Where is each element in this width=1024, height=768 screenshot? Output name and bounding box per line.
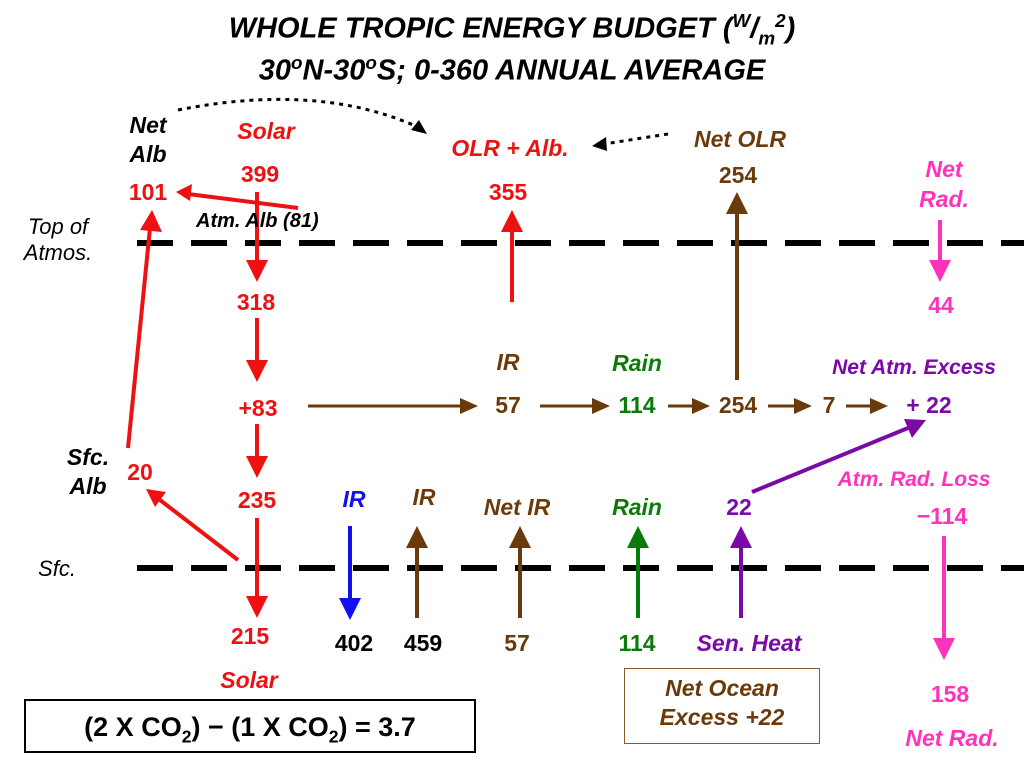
ir-down-arrowhead [339, 598, 361, 620]
net-rad-sfc-label: Net Rad. [905, 725, 999, 751]
sfc-alb-value: 20 [127, 459, 153, 485]
net-ir-value: 57 [504, 630, 530, 656]
atm-alb-label: Atm. Alb (81) [196, 210, 319, 232]
net-olr-label: Net OLR [694, 126, 786, 152]
sfc-alb-to-net-alb-arrowhead [140, 210, 162, 232]
solar-318-value: 318 [236, 289, 276, 315]
solar-bottom-label: Solar [220, 667, 278, 693]
rain-surface-value: 114 [618, 630, 656, 656]
net-ir-label: Net IR [483, 494, 551, 520]
net-olr-to-olr-arrowhead [592, 137, 607, 151]
net-alb-label: Net Alb [129, 112, 167, 167]
solar-arrowhead-318 [246, 260, 268, 282]
atm-alb-arrow [187, 192, 299, 210]
net-rad-sfc-value: 158 [930, 681, 970, 707]
sfc-alb-arrowhead [146, 489, 166, 507]
olr-alb-value: 355 [488, 179, 528, 205]
net-ir-up-arrowhead [509, 526, 531, 548]
chain-254-value: 254 [718, 392, 758, 418]
solar-top-label: Solar [237, 118, 295, 144]
atm-rad-loss-label: Atm. Rad. Loss [837, 468, 991, 491]
net-ocean-excess-line1: Net Ocean [665, 675, 779, 701]
net-rad-sfc-arrowhead [933, 638, 955, 660]
sfc-alb-arrow [158, 498, 240, 562]
chain-7-value: 7 [822, 392, 836, 418]
net-ocean-excess-box: Net Ocean Excess +22 [624, 668, 820, 744]
sen-heat-up-arrowhead [730, 526, 752, 548]
net-alb-value: 101 [128, 179, 168, 205]
ir-up-value: 459 [403, 630, 443, 656]
net-olr-to-olr-dotted-arrow [603, 132, 669, 146]
sen-heat-label: Sen. Heat [696, 630, 802, 656]
net-ocean-excess-line2: Excess +22 [659, 703, 785, 730]
net-olr-value: 254 [718, 162, 758, 188]
solar-arrowhead-83 [246, 360, 268, 382]
ir-down-value: 402 [334, 630, 374, 656]
atm-alb-arrowhead [176, 184, 192, 201]
net-rad-top-value: 44 [928, 292, 954, 318]
sen-heat-to-atm-excess-arrowhead [904, 419, 926, 438]
solar-83-value: +83 [238, 395, 278, 421]
rain-up-arrowhead [627, 526, 649, 548]
sfc-alb-label: Sfc. Alb [66, 444, 110, 499]
olr-alb-label: OLR + Alb. [451, 135, 569, 161]
chain-arrowhead-57 [460, 398, 478, 414]
chain-arrowhead-114 [592, 398, 610, 414]
net-alb-to-olr-arrowhead [411, 120, 427, 134]
net-rad-top-arrowhead [929, 260, 951, 282]
ir-down-label: IR [342, 486, 366, 512]
net-atm-excess-label: Net Atm. Excess [832, 356, 996, 379]
solar-215-value: 215 [230, 623, 270, 649]
net-rad-top-label: Net Rad. [919, 156, 969, 212]
solar-top-value: 399 [240, 161, 280, 187]
chain-arrowhead-22 [870, 398, 888, 414]
net-olr-up-arrowhead [726, 192, 748, 214]
net-alb-to-olr-dotted-arrow [177, 97, 421, 130]
solar-arrowhead-235 [246, 456, 268, 478]
solar-235-value: 235 [237, 487, 277, 513]
net-atm-excess-value: + 22 [906, 392, 952, 418]
atm-rad-loss-value: −114 [916, 503, 968, 529]
co2-forcing-box: (2 X CO2) − (1 X CO2) = 3.7 [24, 699, 476, 753]
olr-up-arrowhead [501, 210, 523, 232]
ir-middle-value: 57 [495, 392, 521, 418]
sen-heat-top-value: 22 [726, 494, 752, 520]
page-subtitle: 30oN-30oS; 0-360 ANNUAL AVERAGE [258, 52, 766, 87]
ir-up-label: IR [412, 484, 436, 510]
rain-middle-label: Rain [612, 350, 662, 376]
chain-arrowhead-254 [692, 398, 710, 414]
ir-middle-label: IR [496, 349, 520, 375]
top-of-atmosphere-label: Top of Atmos. [23, 214, 93, 266]
sfc-alb-to-net-alb-arrow [126, 227, 152, 449]
chain-arrowhead-7 [794, 398, 812, 414]
sen-heat-to-atm-excess-arrow [751, 426, 909, 494]
solar-arrowhead-215 [246, 596, 268, 618]
rain-middle-value: 114 [618, 392, 656, 418]
page-title: WHOLE TROPIC ENERGY BUDGET (W/m2) [228, 10, 796, 49]
ir-up-arrowhead [406, 526, 428, 548]
rain-surface-label: Rain [612, 494, 662, 520]
surface-level-label: Sfc. [38, 556, 76, 581]
